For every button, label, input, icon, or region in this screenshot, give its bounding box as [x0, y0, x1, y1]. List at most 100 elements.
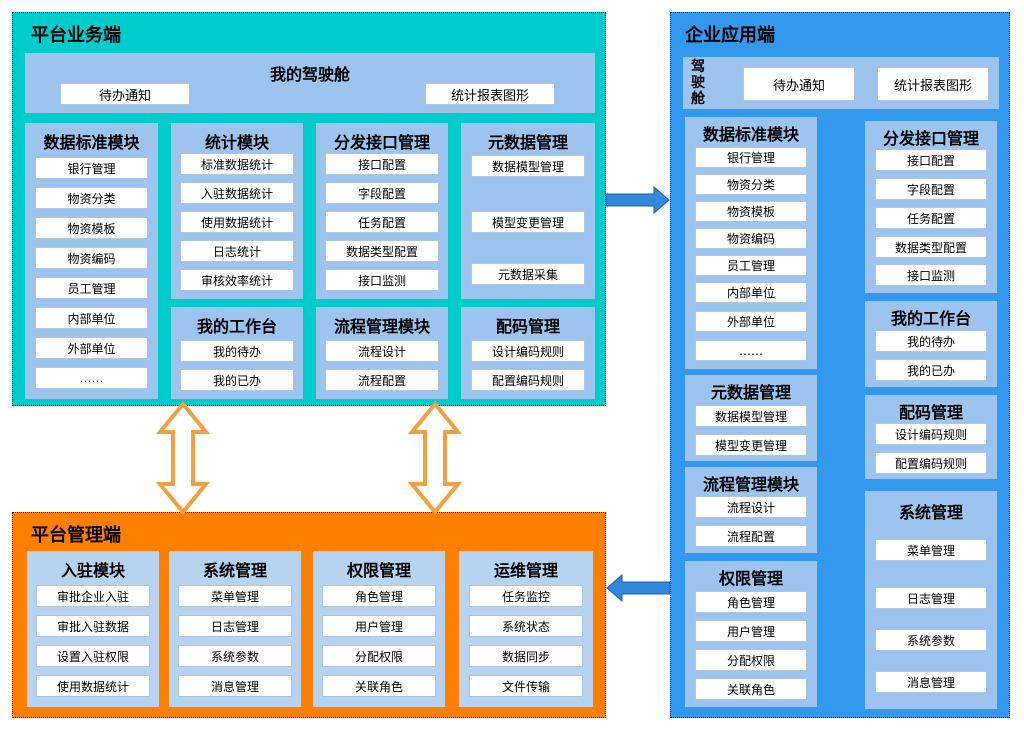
pb-data-std-item[interactable]: 员工管理 — [35, 277, 148, 299]
pb-data-std-item[interactable]: …… — [35, 367, 148, 389]
pb-stats-item[interactable]: 审核效率统计 — [180, 269, 294, 291]
ent-flow-title: 流程管理模块 — [702, 475, 799, 494]
pm-entry-item[interactable]: 审批入驻数据 — [36, 615, 150, 637]
pm-sys-module: 系统管理 菜单管理 日志管理 系统参数 消息管理 — [169, 551, 301, 707]
pm-sys-item[interactable]: 系统参数 — [178, 645, 292, 667]
ent-flow-item[interactable]: 流程配置 — [695, 525, 807, 547]
ent-data-std-item[interactable]: 物资编码 — [695, 228, 807, 249]
pb-flow-item[interactable]: 流程配置 — [325, 369, 439, 391]
pb-data-std-module: 数据标准模块 银行管理 物资分类 物资模板 物资编码 员工管理 内部单位 外部单… — [25, 123, 158, 399]
ent-data-std-item[interactable]: 物资模板 — [695, 201, 807, 222]
pb-flow-item[interactable]: 流程设计 — [325, 340, 439, 362]
pb-data-std-item[interactable]: 外部单位 — [35, 337, 148, 359]
pm-perm-item[interactable]: 角色管理 — [322, 585, 436, 607]
cockpit-todo-button[interactable]: 待办通知 — [60, 83, 190, 105]
ent-code-title: 配码管理 — [898, 403, 963, 422]
pb-stats-item[interactable]: 使用数据统计 — [180, 211, 294, 233]
pb-flow-module: 流程管理模块 流程设计 流程配置 — [316, 307, 448, 399]
ent-data-std-item[interactable]: 内部单位 — [695, 282, 807, 303]
ent-workbench-module: 我的工作台 我的待办 我的已办 — [865, 301, 997, 387]
pm-entry-item[interactable]: 审批企业入驻 — [36, 585, 150, 607]
pm-sys-title: 系统管理 — [202, 561, 267, 580]
pb-workbench-item[interactable]: 我的待办 — [180, 340, 294, 362]
pm-ops-module: 运维管理 任务监控 系统状态 数据同步 文件传输 — [459, 551, 593, 707]
cockpit-box: 我的驾驶舱 待办通知 统计报表图形 — [25, 53, 595, 113]
pb-meta-item[interactable]: 数据模型管理 — [471, 155, 585, 177]
arrow-to-mgmt — [606, 573, 671, 603]
pm-ops-item[interactable]: 系统状态 — [469, 615, 583, 637]
pb-code-item[interactable]: 配置编码规则 — [471, 369, 585, 391]
ent-code-item[interactable]: 配置编码规则 — [875, 452, 987, 474]
ent-workbench-item[interactable]: 我的已办 — [875, 359, 987, 381]
cockpit-title: 我的驾驶舱 — [269, 65, 350, 84]
pm-entry-title: 入驻模块 — [60, 561, 125, 580]
ent-sys-item[interactable]: 系统参数 — [875, 629, 987, 651]
pb-meta-module: 元数据管理 数据模型管理 模型变更管理 元数据采集 — [461, 123, 595, 299]
ent-dist-item[interactable]: 接口配置 — [875, 149, 987, 171]
ent-meta-module: 元数据管理 数据模型管理 模型变更管理 — [685, 375, 817, 461]
ent-perm-item[interactable]: 用户管理 — [695, 620, 807, 642]
pb-stats-item[interactable]: 日志统计 — [180, 240, 294, 262]
ent-dist-module: 分发接口管理 接口配置 字段配置 任务配置 数据类型配置 接口监测 — [865, 121, 997, 293]
pm-perm-item[interactable]: 关联角色 — [322, 675, 436, 697]
ent-cockpit-title: 驾驶舱 — [687, 59, 709, 107]
ent-dist-item[interactable]: 任务配置 — [875, 207, 987, 229]
pm-ops-item[interactable]: 文件传输 — [469, 675, 583, 697]
pm-ops-item[interactable]: 数据同步 — [469, 645, 583, 667]
pb-dist-item[interactable]: 任务配置 — [325, 211, 439, 233]
ent-meta-item[interactable]: 数据模型管理 — [695, 405, 807, 427]
pb-meta-item[interactable]: 元数据采集 — [471, 263, 585, 285]
arrow-to-enterprise — [605, 185, 670, 215]
pb-stats-item[interactable]: 入驻数据统计 — [180, 182, 294, 204]
pm-sys-item[interactable]: 菜单管理 — [178, 585, 292, 607]
pm-sys-item[interactable]: 日志管理 — [178, 615, 292, 637]
ent-data-std-item[interactable]: 银行管理 — [695, 147, 807, 168]
pb-meta-item[interactable]: 模型变更管理 — [471, 211, 585, 233]
ent-perm-item[interactable]: 关联角色 — [695, 678, 807, 700]
ent-dist-item[interactable]: 数据类型配置 — [875, 236, 987, 258]
pm-perm-item[interactable]: 分配权限 — [322, 645, 436, 667]
pb-data-std-item[interactable]: 物资编码 — [35, 247, 148, 269]
pb-data-std-item[interactable]: 物资模板 — [35, 217, 148, 239]
ent-meta-title: 元数据管理 — [710, 383, 791, 402]
pb-dist-item[interactable]: 接口监测 — [325, 269, 439, 291]
ent-perm-item[interactable]: 角色管理 — [695, 591, 807, 613]
ent-data-std-item[interactable]: 员工管理 — [695, 255, 807, 276]
pb-data-std-item[interactable]: 内部单位 — [35, 307, 148, 329]
pm-ops-item[interactable]: 任务监控 — [469, 585, 583, 607]
pb-dist-item[interactable]: 字段配置 — [325, 182, 439, 204]
pm-entry-item[interactable]: 设置入驻权限 — [36, 645, 150, 667]
pm-perm-item[interactable]: 用户管理 — [322, 615, 436, 637]
ent-data-std-item[interactable]: 物资分类 — [695, 174, 807, 195]
pb-stats-item[interactable]: 标准数据统计 — [180, 153, 294, 175]
pm-sys-item[interactable]: 消息管理 — [178, 675, 292, 697]
ent-sys-item[interactable]: 日志管理 — [875, 587, 987, 609]
ent-code-item[interactable]: 设计编码规则 — [875, 423, 987, 445]
ent-sys-item[interactable]: 菜单管理 — [875, 539, 987, 561]
pb-dist-item[interactable]: 数据类型配置 — [325, 240, 439, 262]
pb-code-title: 配码管理 — [495, 317, 560, 336]
pb-workbench-item[interactable]: 我的已办 — [180, 369, 294, 391]
ent-sys-module: 系统管理 菜单管理 日志管理 系统参数 消息管理 — [865, 491, 997, 709]
pb-code-item[interactable]: 设计编码规则 — [471, 340, 585, 362]
ent-data-std-item[interactable]: 外部单位 — [695, 311, 807, 332]
ent-cockpit-todo-button[interactable]: 待办通知 — [743, 67, 855, 101]
ent-workbench-item[interactable]: 我的待办 — [875, 330, 987, 352]
pb-meta-title: 元数据管理 — [487, 133, 568, 152]
pb-dist-item[interactable]: 接口配置 — [325, 153, 439, 175]
ent-data-std-item[interactable]: …… — [695, 340, 807, 361]
ent-dist-item[interactable]: 接口监测 — [875, 264, 987, 286]
pb-data-std-item[interactable]: 物资分类 — [35, 187, 148, 209]
ent-sys-item[interactable]: 消息管理 — [875, 671, 987, 693]
ent-dist-item[interactable]: 字段配置 — [875, 178, 987, 200]
pb-data-std-item[interactable]: 银行管理 — [35, 157, 148, 179]
cockpit-report-button[interactable]: 统计报表图形 — [425, 83, 555, 105]
pm-entry-item[interactable]: 使用数据统计 — [36, 675, 150, 697]
pm-perm-module: 权限管理 角色管理 用户管理 分配权限 关联角色 — [313, 551, 445, 707]
ent-perm-item[interactable]: 分配权限 — [695, 649, 807, 671]
ent-flow-item[interactable]: 流程设计 — [695, 496, 807, 518]
double-arrow-right — [407, 400, 463, 516]
ent-cockpit-report-button[interactable]: 统计报表图形 — [877, 67, 989, 101]
pb-data-std-title: 数据标准模块 — [43, 133, 140, 152]
ent-meta-item[interactable]: 模型变更管理 — [695, 434, 807, 456]
